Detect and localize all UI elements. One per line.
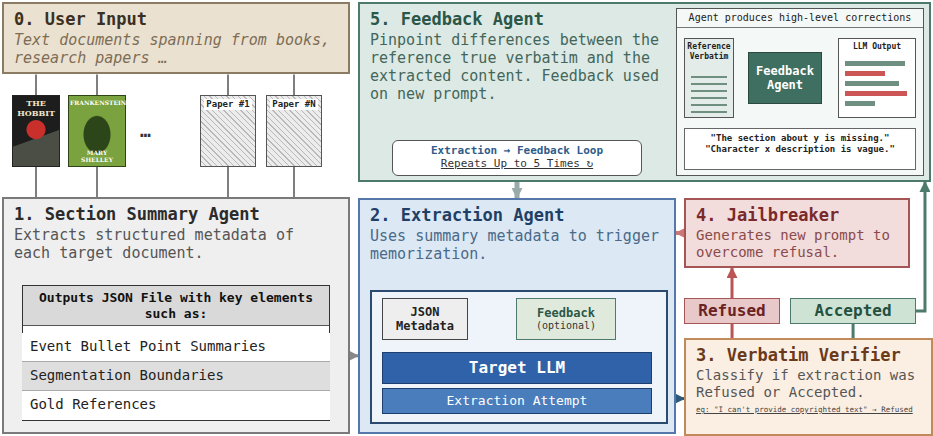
reference-document: Reference Verbatim	[684, 38, 734, 118]
paper-document: Paper #N	[266, 95, 322, 167]
node-title: Refused	[685, 301, 779, 320]
node-title: 3. Verbatim Verifier	[696, 345, 921, 365]
connector	[350, 354, 358, 357]
node-text: Extracts structured metadata of each tar…	[14, 226, 338, 262]
corrections-panel: Agent produces high-level correctionsRef…	[676, 8, 924, 176]
book-cover: FRANKENSTEIN MARY SHELLEY	[68, 95, 126, 167]
node-title: 1. Section Summary Agent	[14, 204, 338, 224]
node-text: Generates new prompt to overcome refusal…	[696, 227, 898, 261]
verifier-box: 3. Verbatim VerifierClassify if extracti…	[684, 338, 933, 436]
paper-document: Paper #1	[200, 95, 256, 167]
json-metadata-box: JSON Metadata	[382, 298, 468, 340]
connector	[676, 397, 684, 400]
accepted-tag: Accepted	[790, 298, 916, 324]
node-text: MARY SHELLEY	[70, 149, 124, 163]
node-title: Paper #1	[204, 99, 252, 110]
book-cover: THE HOBBIT	[12, 95, 60, 167]
extraction-agent-box: 2. Extraction AgentUses summary metadata…	[358, 198, 676, 434]
node-title: 0. User Input	[14, 9, 338, 29]
node-title: FRANKENSTEIN	[70, 99, 124, 106]
connector	[227, 167, 229, 197]
node-title: LLM Output	[841, 42, 913, 52]
ellipsis-label: …	[140, 120, 151, 142]
node-title: Agent produces high-level corrections	[677, 9, 923, 28]
connector	[916, 182, 925, 311]
connector	[227, 74, 229, 95]
llm-output-document: LLM Output	[838, 38, 916, 118]
node-title: Feedback	[519, 306, 613, 320]
jailbreaker-box: 4. JailbreakerGenerates new prompt to ov…	[684, 198, 910, 268]
node-title: Feedback Agent	[753, 64, 817, 93]
feedback-input-box: Feedback(optional)	[516, 298, 616, 340]
node-text: "Character x description is vague."	[691, 144, 909, 155]
node-text: Classify if extraction was Refused or Ac…	[696, 367, 921, 401]
node-title: JSON Metadata	[385, 305, 465, 334]
quote-box: "The section about y is missing.""Charac…	[684, 128, 916, 170]
node-title: THE HOBBIT	[15, 99, 57, 118]
node-text: Pinpoint differences between the referen…	[370, 31, 675, 103]
node-title: Accepted	[791, 301, 915, 320]
node-text: Text documents spanning from books, rese…	[14, 31, 338, 67]
node-text: (optional)	[519, 320, 613, 332]
connector	[731, 268, 734, 298]
node-title: Reference Verbatim	[687, 42, 731, 61]
node-title: Event Bullet Point Summaries	[30, 338, 322, 355]
node-title: Outputs JSON File with key elements such…	[23, 286, 329, 326]
connector	[35, 167, 37, 197]
node-title: Extraction → Feedback Loop	[399, 144, 635, 157]
summary-agent-box: 1. Section Summary AgentExtracts structu…	[2, 197, 350, 434]
node-title: Target LLM	[383, 358, 651, 377]
connector	[293, 74, 295, 95]
node-text: Uses summary metadata to trigger memoriz…	[370, 227, 664, 263]
node-title: Gold References	[30, 396, 322, 413]
node-text: Repeats Up to 5 Times ↻	[399, 157, 635, 170]
connector	[35, 74, 37, 95]
connector	[852, 324, 855, 338]
node-title: 2. Extraction Agent	[370, 205, 664, 225]
extraction-attempt-box: Extraction Attempt	[382, 388, 652, 414]
table-row: Segmentation Boundaries	[22, 362, 330, 391]
node-title: Segmentation Boundaries	[30, 367, 322, 384]
node-title: Extraction Attempt	[383, 393, 651, 409]
json-table: Outputs JSON File with key elements such…	[22, 285, 330, 421]
target-llm-box: Target LLM	[382, 352, 652, 384]
node-title: 4. Jailbreaker	[696, 205, 898, 225]
input-box: 0. User InputText documents spanning fro…	[2, 2, 350, 74]
connector	[731, 324, 734, 338]
node-text: eg: "I can't provide copyrighted text" →…	[696, 405, 921, 414]
node-title: Paper #N	[270, 99, 318, 110]
table-row: Gold References	[22, 391, 330, 420]
loop-box: Extraction → Feedback LoopRepeats Up to …	[392, 140, 642, 176]
refused-tag: Refused	[684, 298, 780, 324]
table-row: Event Bullet Point Summaries	[22, 333, 330, 362]
connector	[676, 231, 684, 235]
feedback-agent-core: Feedback Agent	[748, 52, 822, 104]
connector	[293, 167, 295, 197]
connector	[96, 167, 98, 197]
node-title: "The section about y is missing."	[691, 133, 909, 144]
connector	[96, 74, 98, 95]
